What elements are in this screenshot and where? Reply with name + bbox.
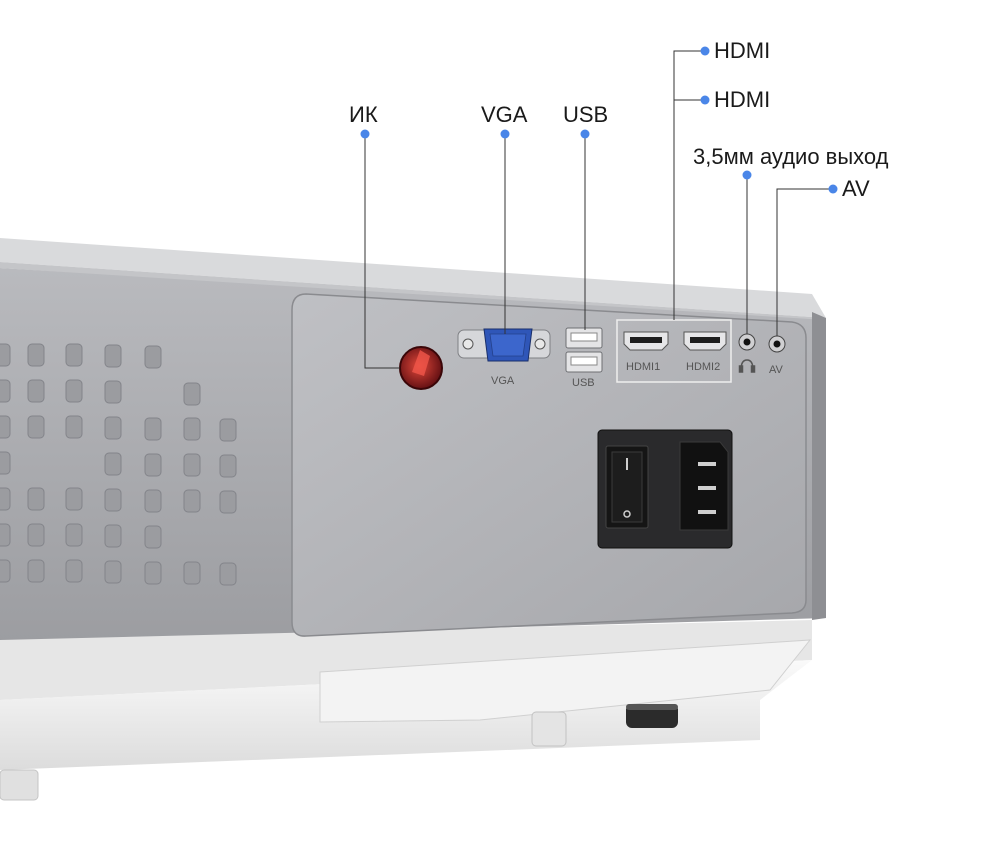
callout-leader-lines [364, 50, 833, 369]
projector-base-shell [0, 620, 812, 770]
ir-receiver [399, 346, 443, 390]
panel-label-av: AV [769, 364, 784, 376]
panel-label-usb: USB [572, 377, 595, 389]
callout-hdmi-second-label: HDMI [714, 87, 771, 112]
callout-av-label: AV [842, 176, 870, 201]
ventilation-grille [0, 343, 237, 586]
hdmi2-port[interactable] [683, 331, 727, 351]
callout-ir-label: ИК [349, 102, 378, 127]
usb-ports[interactable] [565, 327, 603, 373]
vga-port[interactable] [457, 328, 551, 362]
callout-dots [360, 46, 838, 194]
projector-feet [0, 704, 678, 801]
audio-jack[interactable] [738, 333, 756, 351]
power-switch-icon[interactable] [605, 445, 649, 529]
av-jack[interactable] [768, 335, 786, 353]
callout-vga-label: VGA [481, 102, 528, 127]
callout-hdmi-top-label: HDMI [714, 38, 771, 63]
panel-label-vga: VGA [491, 375, 515, 387]
panel-label-hdmi2: HDMI2 [686, 361, 720, 373]
callout-audio-label: 3,5мм аудио выход [693, 144, 889, 169]
power-socket-icon[interactable] [679, 441, 729, 531]
callout-usb-label: USB [563, 102, 609, 127]
panel-label-hdmi1: HDMI1 [626, 361, 660, 373]
hdmi1-port[interactable] [623, 331, 669, 351]
headphone-icon [738, 359, 756, 373]
